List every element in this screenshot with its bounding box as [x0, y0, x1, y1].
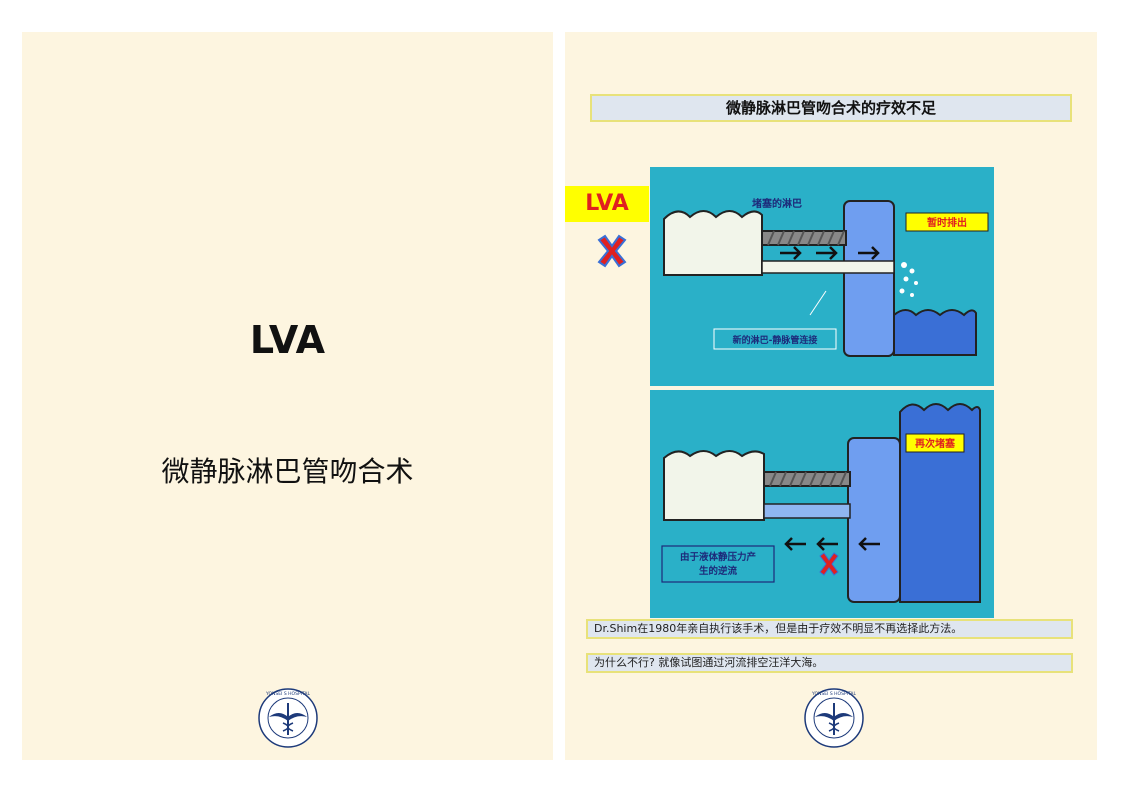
logo-text: YONSEI S HOSPITAL [265, 691, 310, 697]
arrow-right-icon [780, 246, 880, 260]
illustration-panel-top: 堵塞的淋巴 暂时排出 新的淋巴-静脉管连接 [650, 167, 994, 386]
hospital-logo-icon: YONSEI S HOSPITAL [803, 687, 865, 749]
arrow-left-icon [784, 537, 880, 551]
red-x-icon [595, 234, 629, 268]
note-analogy: 为什么不行? 就像试图通过河流排空汪洋大海。 [586, 653, 1073, 673]
label-backflow-line2: 生的逆流 [699, 565, 738, 577]
label-temp-drain: 暂时排出 [927, 216, 967, 229]
red-x-icon [819, 552, 839, 576]
slide-header: 微静脉淋巴管吻合术的疗效不足 [590, 94, 1072, 122]
label-blocked-lymph: 堵塞的淋巴 [752, 197, 802, 210]
logo-text: YONSEI S HOSPITAL [811, 691, 856, 697]
lva-tag: LVA [565, 186, 649, 222]
page-subtitle: 微静脉淋巴管吻合术 [161, 455, 414, 488]
illustration-panel-bottom: 再次堵塞 由于液体静压力产 生的逆流 [650, 390, 994, 618]
label-backflow-line1: 由于液体静压力产 [680, 551, 757, 563]
note-history: Dr.Shim在1980年亲自执行该手术，但是由于疗效不明显不再选择此方法。 [586, 619, 1073, 639]
hospital-logo-icon: YONSEI S HOSPITAL [257, 687, 319, 749]
label-reblocked: 再次堵塞 [915, 437, 956, 450]
label-new-connection: 新的淋巴-静脉管连接 [733, 334, 818, 346]
left-page: LVA 微静脉淋巴管吻合术 YONSEI S HOSPITAL [22, 32, 553, 760]
right-page: 微静脉淋巴管吻合术的疗效不足 LVA [565, 32, 1097, 760]
page-title: LVA [249, 318, 326, 362]
